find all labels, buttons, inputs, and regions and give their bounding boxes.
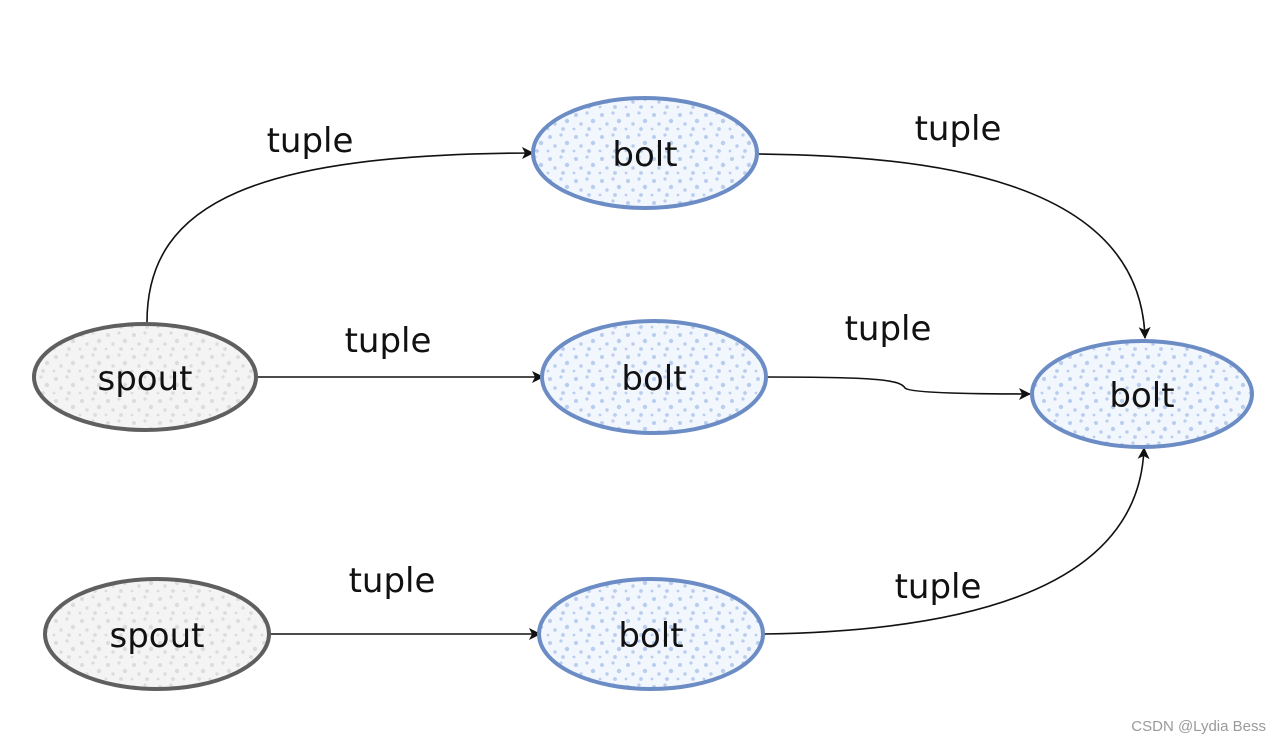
- watermark: CSDN @Lydia Bess: [1131, 718, 1266, 735]
- node-bolt-top[interactable]: bolt: [531, 96, 759, 210]
- edge-label-bolt-bottom-to-bolt-right: tuple: [895, 567, 982, 607]
- edge-label-bolt-top-to-bolt-right: tuple: [915, 109, 1002, 149]
- edge-bolt-top-to-bolt-right[interactable]: [757, 153, 1151, 339]
- edge-labels: tuple tuple tuple tuple tuple tuple: [267, 109, 1002, 607]
- node-spout-2[interactable]: spout: [43, 577, 271, 691]
- node-label-bolt-right: bolt: [1109, 376, 1174, 416]
- edge-bolt-middle-to-bolt-right[interactable]: [765, 376, 1031, 400]
- edge-bolt-bottom-to-bolt-right[interactable]: [763, 447, 1150, 635]
- edges: [146, 147, 1151, 640]
- node-label-bolt-bottom: bolt: [618, 616, 683, 656]
- edge-spout1-to-bolt-top[interactable]: [146, 147, 534, 323]
- node-bolt-middle[interactable]: bolt: [540, 319, 768, 435]
- node-label-bolt-middle: bolt: [621, 359, 686, 399]
- edge-label-spout2-to-bolt-bottom: tuple: [349, 561, 436, 601]
- node-spout-1[interactable]: spout: [32, 322, 258, 432]
- node-bolt-bottom[interactable]: bolt: [537, 577, 765, 691]
- node-label-bolt-top: bolt: [612, 135, 677, 175]
- node-label-spout-1: spout: [98, 359, 193, 399]
- edge-label-spout1-to-bolt-top: tuple: [267, 121, 354, 161]
- edge-label-bolt-middle-to-bolt-right: tuple: [845, 309, 932, 349]
- node-label-spout-2: spout: [110, 616, 205, 656]
- node-bolt-right[interactable]: bolt: [1030, 339, 1254, 449]
- edge-label-spout1-to-bolt-middle: tuple: [345, 321, 432, 361]
